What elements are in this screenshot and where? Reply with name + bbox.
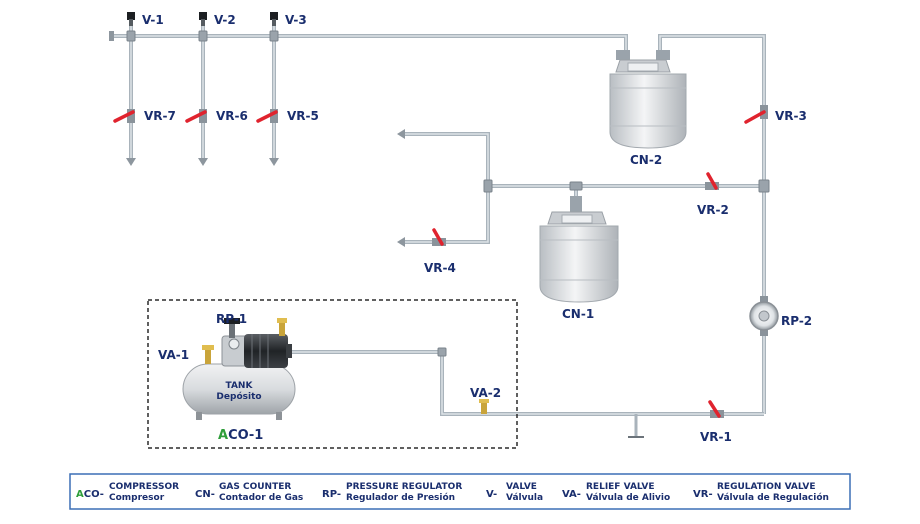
label-aco1: ACO-1	[218, 428, 263, 443]
label-vr6: VR-6	[216, 109, 248, 123]
legend-code-accent: A	[76, 489, 84, 500]
valve-v1[interactable]	[127, 12, 135, 26]
tank-sublabel: Depósito	[216, 391, 261, 402]
aco1-prefix: A	[218, 428, 228, 443]
relief-valve-va1[interactable]	[202, 345, 214, 364]
label-vr2: VR-2	[697, 203, 729, 217]
legend-title: RELIEF VALVE	[586, 482, 655, 492]
legend-item-valve: V- VALVE Válvula	[486, 482, 543, 503]
legend-item-pressure-regulator: RP- PRESSURE REGULATOR Regulador de Pres…	[322, 482, 462, 503]
compressor-yellow-fitting	[277, 318, 287, 336]
gas-counter-cn2	[609, 50, 687, 149]
label-vr1: VR-1	[700, 430, 732, 444]
label-vr5: VR-5	[287, 109, 319, 123]
pressure-regulator-rp1[interactable]	[224, 318, 240, 338]
legend-code: RP-	[322, 489, 341, 500]
label-cn1: CN-1	[562, 307, 594, 321]
gas-counter-cn1	[539, 196, 619, 303]
label-v1: V-1	[142, 13, 164, 27]
valve-vr4[interactable]	[432, 228, 446, 246]
tank-label: TANK	[226, 381, 254, 391]
valve-vr1[interactable]	[708, 400, 724, 418]
label-rp2: RP-2	[781, 314, 812, 328]
legend-subtitle: Válvula de Alivio	[586, 493, 670, 503]
label-va1: VA-1	[158, 348, 189, 362]
legend-title: VALVE	[506, 482, 537, 492]
legend-code: VA-	[562, 489, 581, 500]
label-vr7: VR-7	[144, 109, 176, 123]
aco1-rest: CO-1	[228, 428, 263, 443]
valve-vr5[interactable]	[256, 109, 278, 123]
label-vr3: VR-3	[775, 109, 807, 123]
legend-subtitle: Compresor	[109, 493, 165, 503]
pipe-ends	[109, 31, 405, 247]
legend-item-regulation-valve: VR- REGULATION VALVE Válvula de Regulaci…	[693, 482, 829, 503]
valve-v2[interactable]	[199, 12, 207, 26]
label-rp1: RP-1	[216, 312, 247, 326]
legend-code-text: CO-	[84, 489, 104, 500]
legend-title: PRESSURE REGULATOR	[346, 482, 462, 492]
label-cn2: CN-2	[630, 153, 662, 167]
valve-vr7[interactable]	[113, 109, 135, 123]
pipe-fittings	[126, 30, 770, 357]
legend-item-compressor: ACO- COMPRESSOR Compresor	[76, 482, 179, 503]
legend-title: COMPRESSOR	[109, 482, 179, 492]
legend-subtitle: Contador de Gas	[219, 493, 303, 503]
compressor-motor	[221, 334, 292, 368]
legend-code: CN-	[195, 489, 215, 500]
relief-valve-va2[interactable]	[479, 399, 489, 414]
legend-title: GAS COUNTER	[219, 482, 291, 492]
legend: ACO- COMPRESSOR Compresor CN- GAS COUNTE…	[69, 473, 851, 510]
label-v3: V-3	[285, 13, 307, 27]
legend-item-gas-counter: CN- GAS COUNTER Contador de Gas	[195, 482, 303, 503]
legend-code: VR-	[693, 489, 713, 500]
valve-vr3[interactable]	[744, 105, 768, 124]
valve-vr2[interactable]	[705, 172, 719, 190]
legend-subtitle: Válvula de Regulación	[717, 492, 829, 503]
legend-code: V-	[486, 489, 497, 500]
legend-subtitle: Regulador de Presión	[346, 492, 455, 503]
valve-v3[interactable]	[270, 12, 278, 26]
legend-item-relief-valve: VA- RELIEF VALVE Válvula de Alivio	[562, 482, 670, 503]
legend-subtitle: Válvula	[506, 493, 543, 503]
label-vr4: VR-4	[424, 261, 456, 275]
legend-code: ACO-	[76, 489, 104, 500]
label-v2: V-2	[214, 13, 236, 27]
pressure-regulator-rp2[interactable]	[749, 296, 779, 336]
label-va2: VA-2	[470, 386, 501, 400]
valve-vr6[interactable]	[185, 109, 207, 123]
legend-title: REGULATION VALVE	[717, 482, 816, 492]
compressor-group-border	[147, 299, 518, 449]
